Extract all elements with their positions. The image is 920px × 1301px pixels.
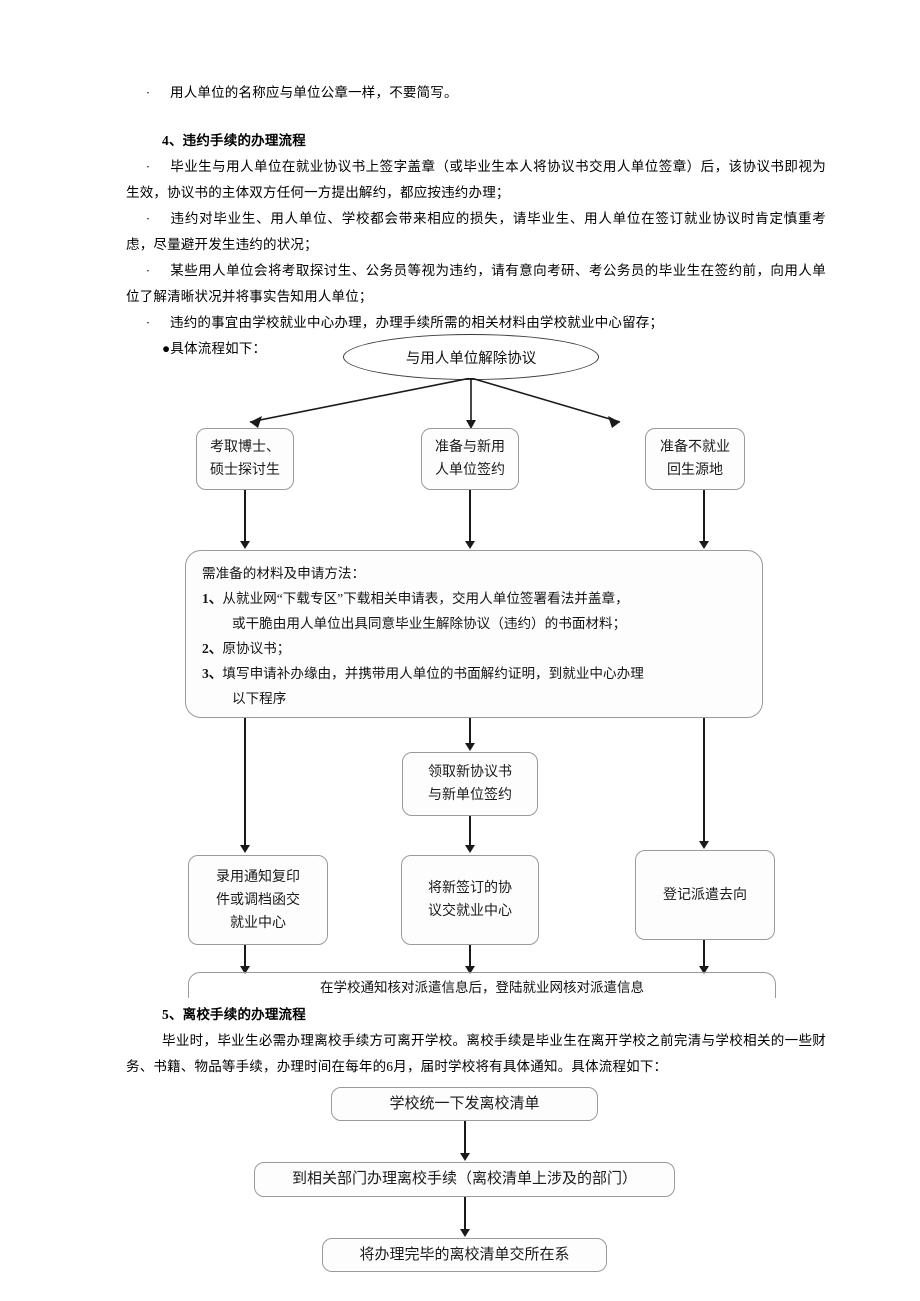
section4-heading: 4、违约手续的办理流程 [162, 133, 306, 148]
bullet-text: 毕业生与用人单位在就业协议书上签字盖章（或毕业生本人将协议书交用人单位签章）后，… [126, 159, 826, 200]
top-bullet-text: 用人单位的名称应与单位公章一样，不要简写。 [170, 85, 458, 100]
materials-box-title: 需准备的材料及申请方法： [202, 566, 366, 581]
materials-item-3-num: 3、 [202, 666, 223, 681]
materials-item-2-line1: 原协议书； [222, 641, 291, 656]
flow1-connector-result1-to-footer [244, 945, 246, 969]
section4-bullet-4: · 违约的事宜由学校就业中心办理，办理手续所需的相关材料由学校就业中心留存； [126, 310, 826, 336]
flow1-result-label-2: 将新签订的协 议交就业中心 [428, 881, 512, 919]
flow1-start-label: 与用人单位解除协议 [405, 350, 537, 367]
bullet-marker: · [145, 85, 151, 100]
flow1-connector-materials-to-result1 [244, 718, 246, 846]
flow2-arrowhead-2 [460, 1229, 470, 1237]
bullet-text: 某些用人单位会将考取探讨生、公务员等视为违约，请有意向考研、考公务员的毕业生在签… [126, 263, 826, 304]
flow1-connector-result2-to-footer [469, 945, 471, 969]
flow1-connector-branch2-to-materials [469, 490, 471, 542]
flow1-connector-result3-to-footer [703, 940, 705, 969]
flow1-middle-label: 领取新协议书 与新单位签约 [428, 765, 512, 803]
flow2-step-node-1: 学校统一下发离校清单 [331, 1087, 598, 1121]
flow1-branch-node-1: 考取博士、 硕士探讨生 [196, 428, 294, 490]
flow1-arrowhead-footer-3 [699, 966, 709, 974]
materials-item-3-line2: 以下程序 [232, 691, 287, 706]
flow1-footer-note: 在学校通知核对派遣信息后，登陆就业网核对派遣信息 [320, 980, 644, 995]
materials-item-2: 2、原协议书； [202, 636, 748, 661]
bullet-marker: · [145, 211, 151, 226]
bullet-marker: · [145, 263, 151, 278]
bullet-text: 违约对毕业生、用人单位、学校都会带来相应的损失，请毕业生、用人单位在签订就业协议… [126, 211, 826, 252]
flow2-step-label-1: 学校统一下发离校清单 [389, 1095, 540, 1112]
flow1-materials-box: 需准备的材料及申请方法： 1、从就业网“下载专区”下载相关申请表，交用人单位签署… [185, 550, 763, 718]
section5-heading-block: 5、离校手续的办理流程 [126, 1002, 826, 1028]
flow2-connector-2-to-3 [464, 1197, 466, 1230]
flow1-branch-label-2: 准备与新用 人单位签约 [435, 440, 505, 478]
flow1-connector-materials-to-middle [469, 718, 471, 744]
flow1-branch-node-2: 准备与新用 人单位签约 [421, 428, 519, 490]
flow1-branch-label-3: 准备不就业 回生源地 [660, 440, 730, 478]
flow1-result-node-3: 登记派遣去向 [635, 850, 775, 940]
bullet-text: 违约的事宜由学校就业中心办理，办理手续所需的相关材料由学校就业中心留存； [170, 315, 664, 330]
flow1-branch-label-1: 考取博士、 硕士探讨生 [210, 440, 280, 478]
flow1-connector-materials-to-result3 [703, 718, 705, 842]
flow2-step-label-2: 到相关部门办理离校手续（离校清单上涉及的部门） [291, 1171, 637, 1187]
flow1-result-node-2: 将新签订的协 议交就业中心 [401, 855, 539, 945]
flow1-connector-branch3-to-materials [703, 490, 705, 542]
flow1-arrowhead-branch1 [240, 541, 250, 549]
flow1-result-node-1: 录用通知复印 件或调档函交 就业中心 [188, 855, 328, 945]
bullet-marker: · [145, 315, 151, 330]
flow2-step-node-2: 到相关部门办理离校手续（离校清单上涉及的部门） [254, 1162, 675, 1197]
materials-item-1-line1: 从就业网“下载专区”下载相关申请表，交用人单位签署看法并盖章， [222, 591, 629, 606]
flow1-arrowhead-result3 [699, 841, 709, 849]
flow1-arrowhead-branch3 [699, 541, 709, 549]
flow1-arrowhead-footer-2 [465, 966, 475, 974]
flow1-arrowhead-result1 [240, 845, 250, 853]
flow1-arrowhead-footer-1 [240, 966, 250, 974]
flow1-connector-branch1-to-materials [244, 490, 246, 542]
flow1-start-node: 与用人单位解除协议 [343, 334, 599, 380]
flow1-result-label-1: 录用通知复印 件或调档函交 就业中心 [216, 869, 300, 931]
bullet-marker: · [145, 159, 151, 174]
flow1-connector-middle-to-result2 [469, 816, 471, 846]
section4-bullet-1: ·毕业生与用人单位在就业协议书上签字盖章（或毕业生本人将协议书交用人单位签章）后… [126, 154, 826, 206]
flow1-arrowhead-branch2 [465, 541, 475, 549]
materials-item-1-num: 1、 [202, 591, 223, 606]
top-bullet-paragraph: · 用人单位的名称应与单位公章一样，不要简写。 [126, 80, 826, 106]
section4-heading-block: 4、违约手续的办理流程 [126, 128, 826, 154]
solid-bullet-marker: ● [162, 341, 171, 356]
flow1-footer-bracket [188, 972, 776, 998]
materials-item-3-line1: 填写申请补办缘由，并携带用人单位的书面解约证明，到就业中心办理 [222, 666, 644, 681]
section5-paragraph: 毕业时，毕业生必需办理离校手续方可离开学校。离校手续是毕业生在离开学校之前完清与… [126, 1033, 826, 1074]
flow2-step-label-3: 将办理完毕的离校清单交所在系 [359, 1246, 570, 1263]
flow1-arrowhead-middle [465, 743, 475, 751]
materials-item-3: 3、填写申请补办缘由，并携带用人单位的书面解约证明，到就业中心办理 [202, 661, 748, 686]
flow1-arrowhead-result2 [465, 845, 475, 853]
flow-lead-in-text: 具体流程如下： [170, 341, 267, 356]
section4-bullet-2: ·违约对毕业生、用人单位、学校都会带来相应的损失，请毕业生、用人单位在签订就业协… [126, 206, 826, 258]
flow1-middle-node: 领取新协议书 与新单位签约 [402, 752, 538, 816]
flow1-branch-node-3: 准备不就业 回生源地 [645, 428, 745, 490]
flow2-step-node-3: 将办理完毕的离校清单交所在系 [322, 1238, 607, 1272]
flow-lead-in-block: ●具体流程如下： [126, 336, 526, 362]
flow2-arrowhead-1 [460, 1153, 470, 1161]
section4-bullet-3: ·某些用人单位会将考取探讨生、公务员等视为违约，请有意向考研、考公务员的毕业生在… [126, 258, 826, 310]
section5-heading: 5、离校手续的办理流程 [162, 1007, 306, 1022]
materials-item-1: 1、从就业网“下载专区”下载相关申请表，交用人单位签署看法并盖章， [202, 586, 748, 611]
section5-paragraph-block: 毕业时，毕业生必需办理离校手续方可离开学校。离校手续是毕业生在离开学校之前完清与… [126, 1028, 826, 1080]
materials-item-2-num: 2、 [202, 641, 223, 656]
flow2-connector-1-to-2 [464, 1121, 466, 1154]
flow1-result-label-3: 登记派遣去向 [663, 887, 747, 903]
materials-item-1-line2: 或干脆由用人单位出具同意毕业生解除协议（违约）的书面材料； [232, 616, 627, 631]
